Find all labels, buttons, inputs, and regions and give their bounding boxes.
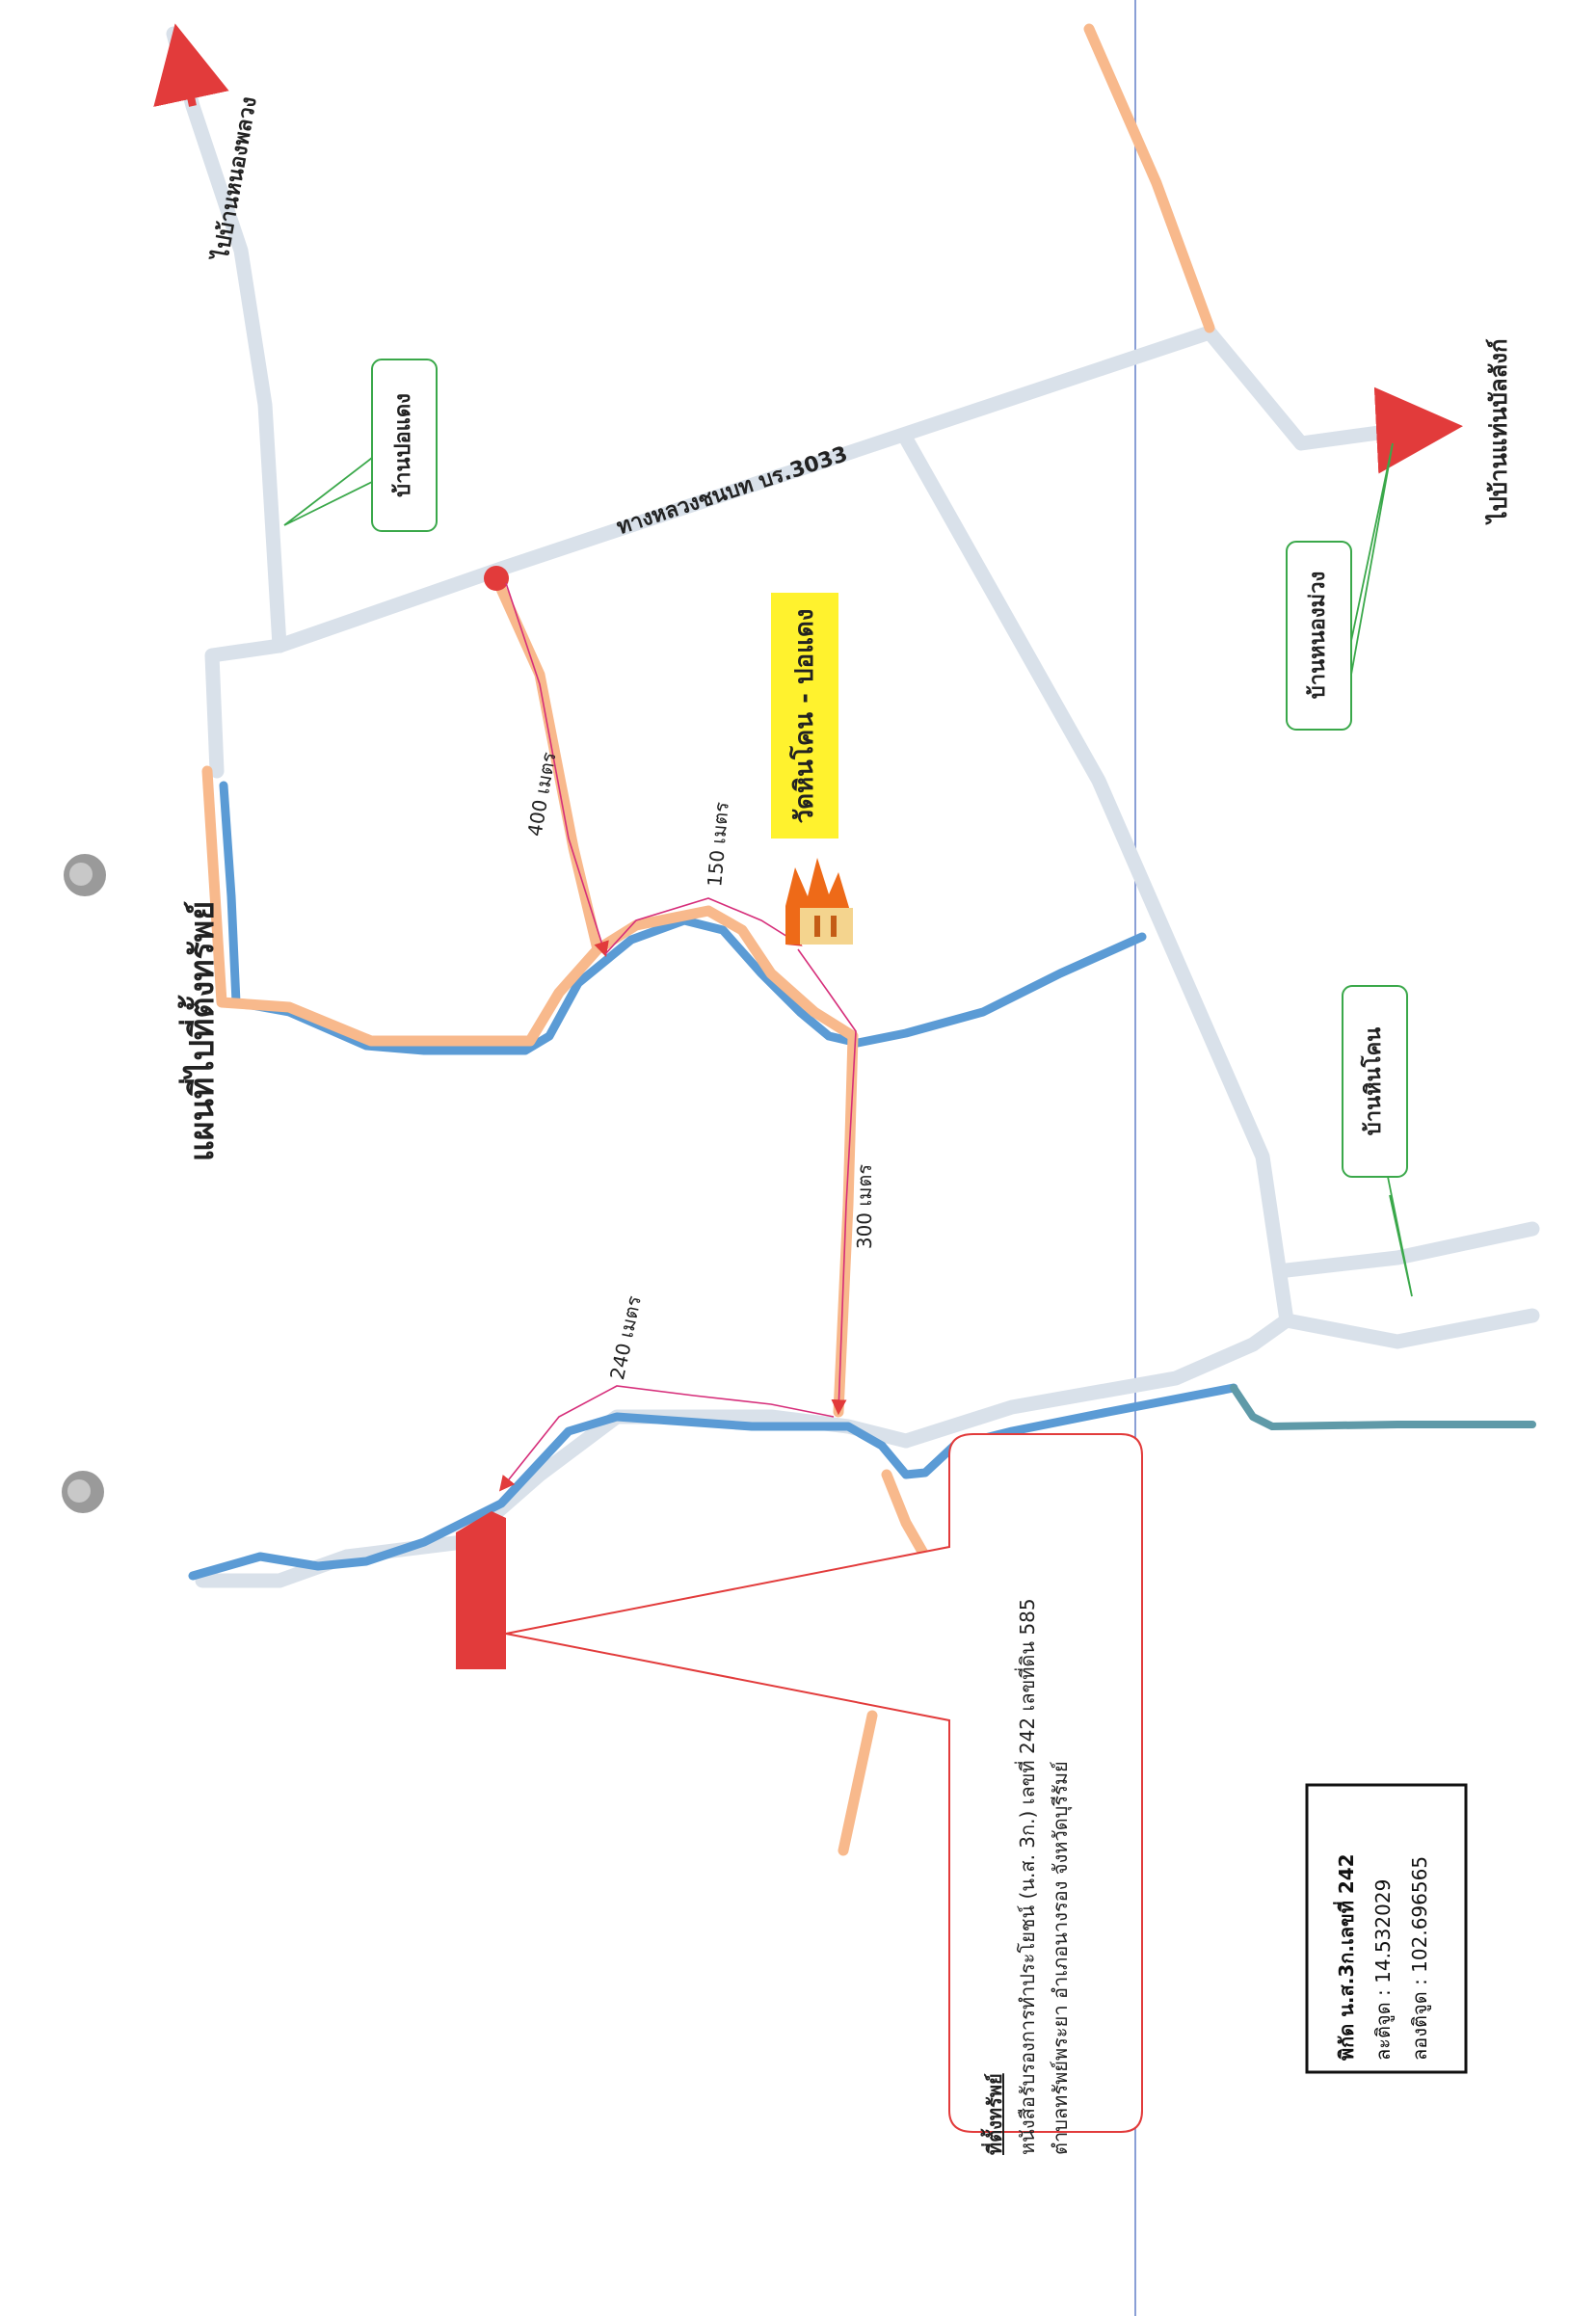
road-hin-khon-upper [1279, 1221, 1540, 1278]
property-line-1: หนังสือรับรองการทำประโยชน์ (น.ส. 3ก.) เล… [1016, 1598, 1039, 2155]
property-plot [456, 1532, 506, 1669]
temple-icon [785, 858, 853, 945]
village-hin-khon-label: บ้านหินโคน [1362, 1026, 1386, 1136]
village-nong-muang-label: บ้านหนองม่วง [1306, 571, 1330, 700]
track-south-1 [881, 1469, 931, 1562]
temple-label: วัดหินโคน - ปอแดง [790, 608, 819, 824]
coords-longitude: ลองติจูด : 102.696565 [1408, 1855, 1431, 2061]
coords-latitude: ละติจูด : 14.532029 [1371, 1878, 1395, 2061]
property-callout [505, 1433, 1143, 2133]
roads [166, 26, 1540, 1588]
temple-label-bg [771, 593, 838, 839]
coords-title: พิกัด น.ส.3ก.เลขที่ 242 [1335, 1853, 1358, 2061]
property-line-2: ตำบลทรัพย์พระยา อำเภอนางรอง จังหวัดบุรีร… [1049, 1761, 1072, 2155]
road-to-nong-phluang [166, 26, 287, 653]
east-arrow [1373, 386, 1463, 474]
coords-box [1305, 1783, 1468, 2074]
callout-hin-khon [1342, 985, 1408, 1178]
village-por-daeng-label: บ้านปอแดง [391, 393, 415, 497]
track-south-2 [838, 1710, 878, 1856]
route-temple-road [491, 572, 603, 955]
road-west-loop [204, 638, 287, 779]
callout-por-daeng [371, 359, 438, 532]
distance-lines [499, 582, 857, 1492]
road-hin-khon-lower [1279, 1308, 1540, 1349]
property-heading: ที่ตั้งทรัพย์ [983, 2073, 1006, 2155]
property-info: ที่ตั้งทรัพย์ หนังสือรับรองการทำประโยชน์… [978, 1480, 1113, 2155]
destination-east-label: ไปบ้านแท่นบัลลังก์ [1485, 338, 1512, 523]
road-3033 [272, 325, 1217, 653]
road-north-east [1202, 325, 1415, 451]
distance-300-label: 300 เมตร [853, 1163, 876, 1250]
callout-nong-muang [1286, 541, 1352, 731]
coords-info: พิกัด น.ส.3ก.เลขที่ 242 ละติจูด : 14.532… [1328, 1795, 1444, 2061]
map-title: แผนที่ไปที่ตั้งทรัพย์ [183, 900, 222, 1162]
start-point-marker [484, 566, 509, 591]
road-diagonal-south [898, 431, 1294, 1449]
track-north-east [1083, 23, 1215, 333]
north-arrow [153, 23, 229, 107]
